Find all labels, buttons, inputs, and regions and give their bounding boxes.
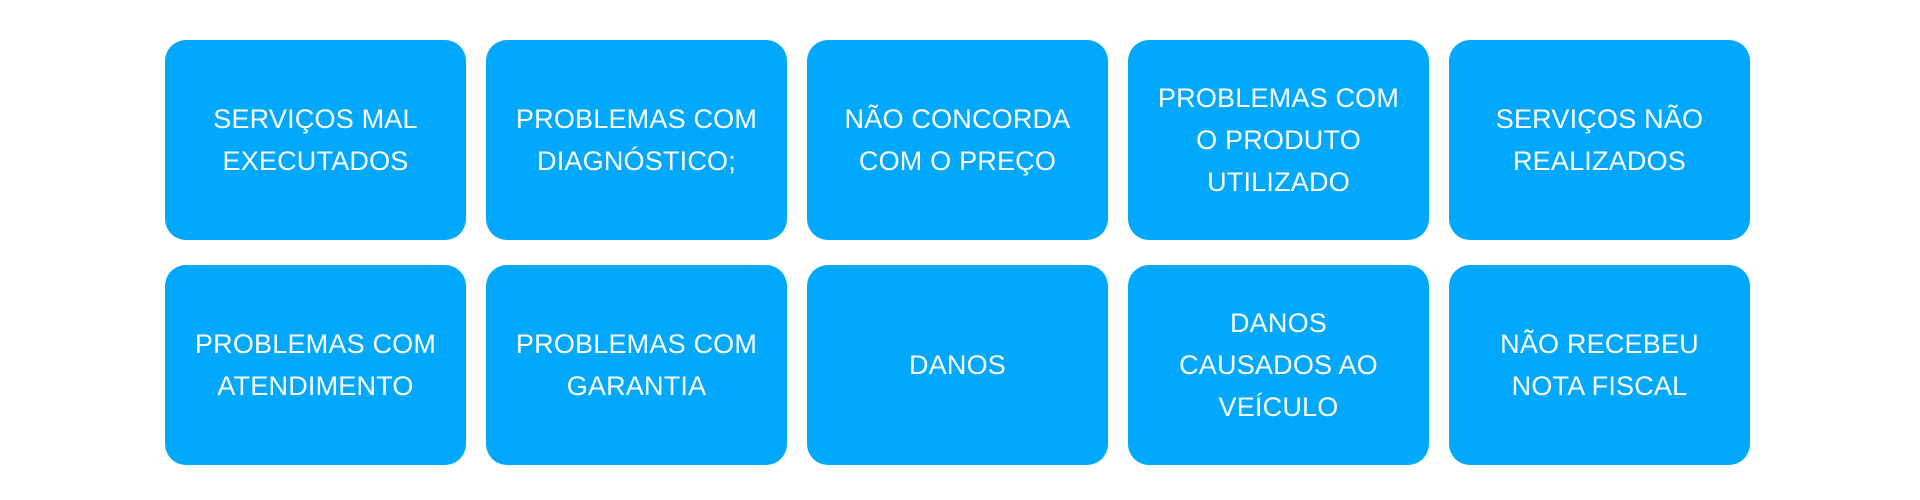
tile-label: NÃO CONCORDA COM O PREÇO xyxy=(844,104,1071,176)
tile-nao-concorda-com-o-preco[interactable]: NÃO CONCORDA COM O PREÇO xyxy=(807,40,1108,240)
tile-servicos-nao-realizados[interactable]: SERVIÇOS NÃO REALIZADOS xyxy=(1449,40,1750,240)
tile-danos-causados-ao-veiculo[interactable]: DANOS CAUSADOS AO VEÍCULO xyxy=(1128,265,1429,465)
tile-label: DANOS xyxy=(908,350,1007,380)
tile-label: SERVIÇOS NÃO REALIZADOS xyxy=(1495,104,1704,176)
tile-problemas-com-o-produto-utilizado[interactable]: PROBLEMAS COM O PRODUTO UTILIZADO xyxy=(1128,40,1429,240)
tile-label: PROBLEMAS COM GARANTIA xyxy=(515,329,758,401)
tile-nao-recebeu-nota-fiscal[interactable]: NÃO RECEBEU NOTA FISCAL xyxy=(1449,265,1750,465)
tile-label: PROBLEMAS COM DIAGNÓSTICO; xyxy=(515,104,758,176)
tile-label: PROBLEMAS COM ATENDIMENTO xyxy=(194,329,437,401)
tile-servicos-mal-executados[interactable]: SERVIÇOS MAL EXECUTADOS xyxy=(165,40,466,240)
tile-label: DANOS CAUSADOS AO VEÍCULO xyxy=(1179,308,1378,422)
tile-label: NÃO RECEBEU NOTA FISCAL xyxy=(1500,329,1699,401)
tile-label: SERVIÇOS MAL EXECUTADOS xyxy=(213,104,418,176)
tile-problemas-com-diagnostico[interactable]: PROBLEMAS COM DIAGNÓSTICO; xyxy=(486,40,787,240)
tile-label: PROBLEMAS COM O PRODUTO UTILIZADO xyxy=(1157,83,1400,197)
tile-danos[interactable]: DANOS xyxy=(807,265,1108,465)
tile-problemas-com-atendimento[interactable]: PROBLEMAS COM ATENDIMENTO xyxy=(165,265,466,465)
tile-problemas-com-garantia[interactable]: PROBLEMAS COM GARANTIA xyxy=(486,265,787,465)
